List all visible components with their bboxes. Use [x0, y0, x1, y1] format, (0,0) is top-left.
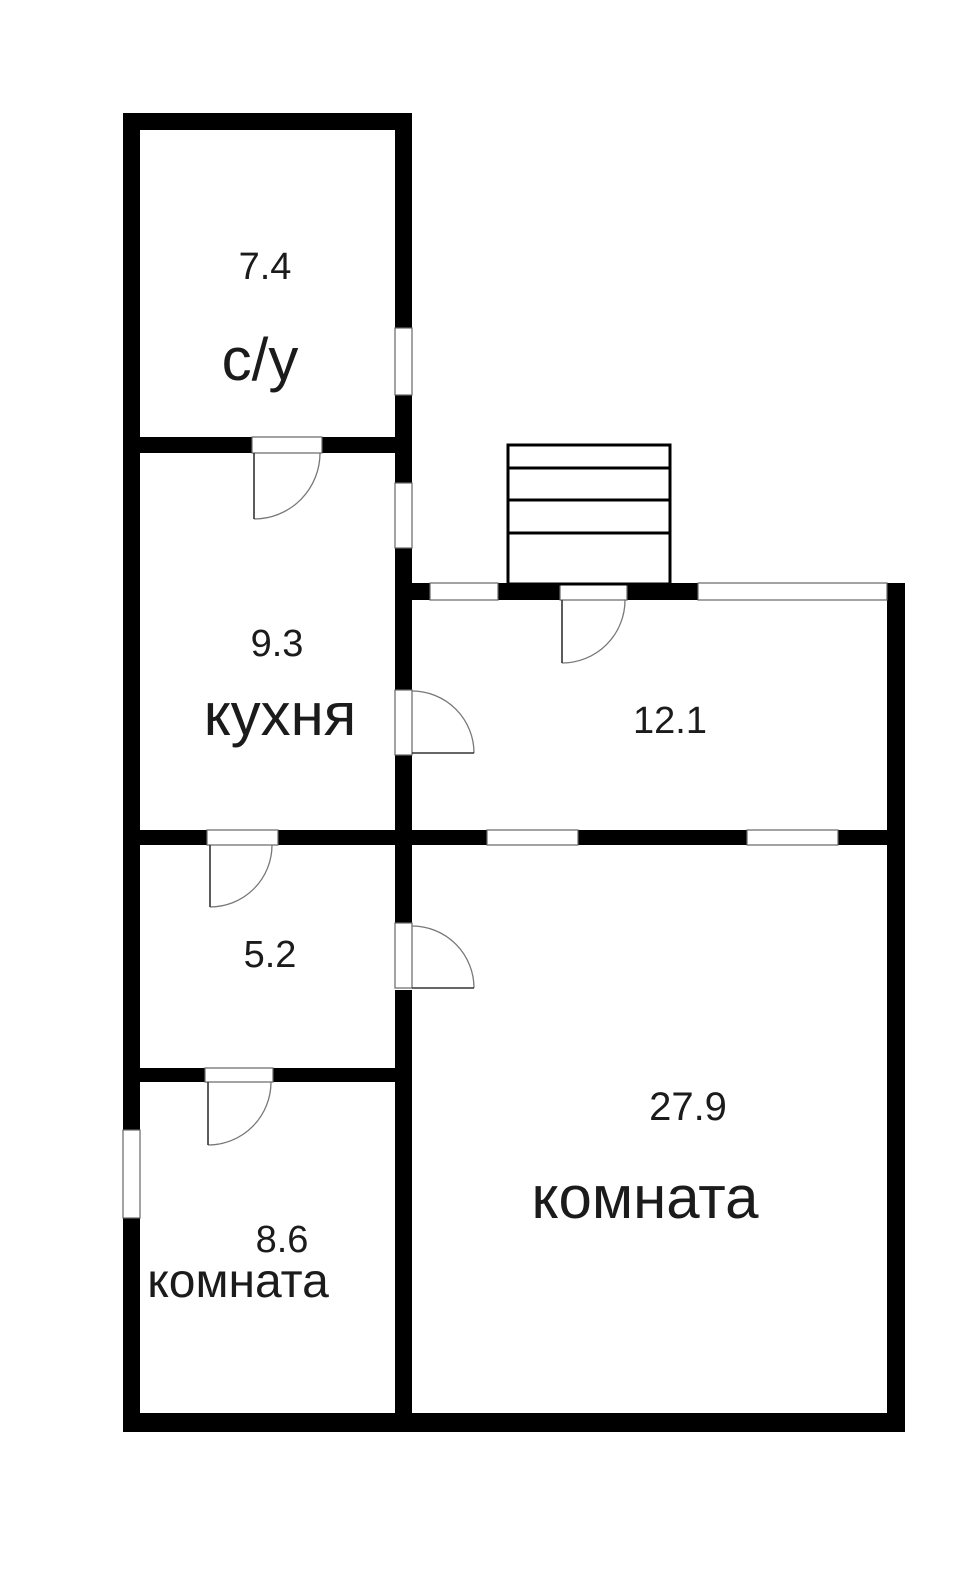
- room-name-bathroom: с/у: [221, 326, 299, 393]
- wall-segment: [498, 583, 560, 600]
- wall-segment: [578, 830, 747, 845]
- wall-segment: [123, 830, 207, 845]
- wall-segment: [412, 830, 487, 845]
- door-kitchen-hallway-frame: [206, 829, 279, 846]
- wall-segment: [395, 990, 412, 1432]
- wall-segment: [123, 113, 412, 130]
- room-area-room-8: 8.6: [255, 1219, 309, 1261]
- window-bathroom-right: [394, 327, 413, 396]
- window-room8-left: [122, 1129, 141, 1219]
- room-area-room-12: 12.1: [633, 700, 707, 742]
- window-room12-top-right: [697, 582, 888, 601]
- window-room12-top-left: [429, 582, 499, 601]
- wall-segment: [123, 437, 252, 453]
- wall-segment: [123, 1218, 140, 1432]
- door-room12-top-frame: [559, 582, 628, 601]
- room-name-room-27: комната: [531, 1164, 759, 1231]
- wall-segment: [273, 1068, 395, 1082]
- wall-segment: [123, 1068, 205, 1082]
- room-area-bathroom: 7.4: [238, 246, 292, 288]
- wall-segment: [412, 583, 430, 600]
- door-hallway-room8-frame: [204, 1067, 274, 1083]
- wall-segment: [395, 548, 412, 690]
- door-kitchen-room12-swing-arc: [411, 690, 475, 754]
- wall-segment: [123, 1413, 905, 1432]
- room-area-kitchen: 9.3: [250, 623, 304, 665]
- wall-segment: [395, 755, 412, 923]
- door-bathroom-kitchen-frame: [251, 436, 323, 454]
- door-kitchen-room12-frame: [394, 689, 413, 756]
- wall-segment: [278, 830, 395, 845]
- wall-segment: [395, 113, 412, 328]
- room-area-room-27: 27.9: [649, 1085, 727, 1129]
- wall-segment: [123, 113, 140, 1130]
- door-hallway-room27-swing-arc: [411, 925, 475, 989]
- room-name-room-8: комната: [147, 1255, 329, 1308]
- opening-room12-room27-left: [486, 829, 579, 846]
- room-name-kitchen: кухня: [203, 681, 357, 748]
- door-hallway-room27-frame: [394, 922, 413, 989]
- window-kitchen-right: [394, 482, 413, 549]
- door-kitchen-hallway-swing-arc: [209, 844, 273, 908]
- room-area-hallway: 5.2: [243, 934, 297, 976]
- stairs: [506, 443, 672, 586]
- wall-segment: [887, 583, 905, 1432]
- wall-segment: [627, 583, 698, 600]
- wall-segment: [322, 437, 412, 453]
- door-bathroom-kitchen-swing-arc: [253, 452, 321, 520]
- opening-room12-room27-right: [746, 829, 839, 846]
- door-hallway-room8-swing-arc: [207, 1081, 272, 1146]
- door-room12-top-swing-arc: [561, 599, 626, 664]
